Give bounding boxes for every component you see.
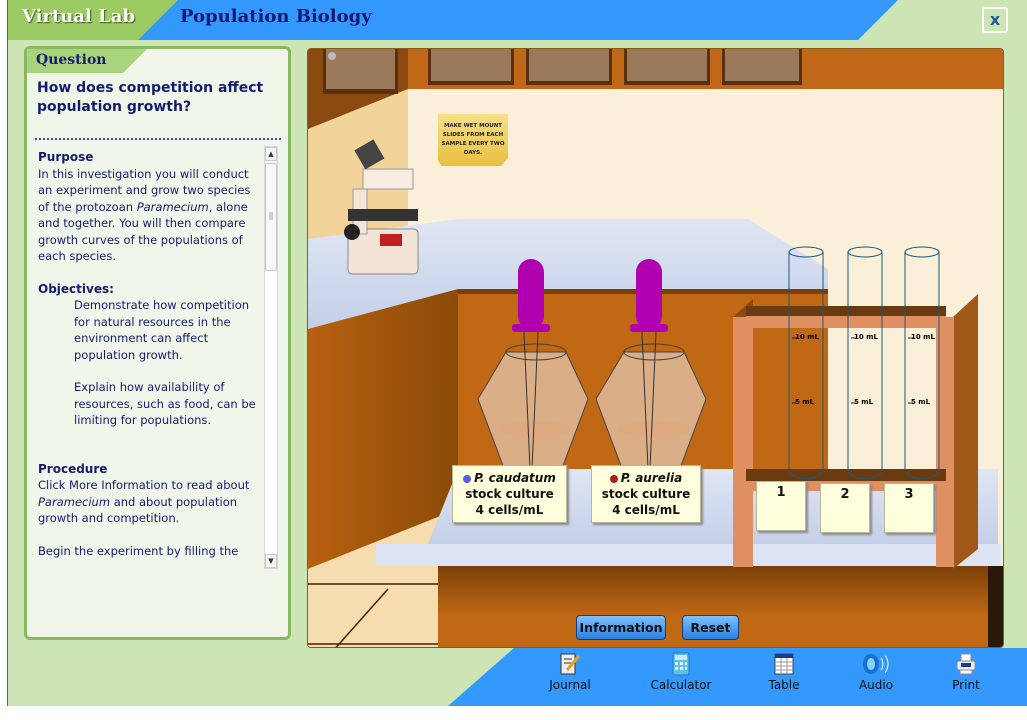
scroll-down-arrow-icon[interactable]: ▼ (265, 554, 277, 568)
instructions-scroll-area[interactable]: Purpose In this investigation you will c… (38, 149, 264, 559)
flask-aurelia (595, 259, 707, 480)
procedure-text: Click More Information to read about Par… (38, 478, 250, 525)
print-button[interactable]: Print (926, 652, 1006, 692)
table-button[interactable]: Table (744, 652, 824, 692)
test-tube-2 (847, 246, 883, 480)
close-icon: x (989, 10, 1001, 29)
objective-2: Explain how availability of resources, s… (74, 380, 256, 427)
objective-1: Demonstrate how competition for natural … (74, 298, 250, 362)
test-tube-1 (788, 246, 824, 480)
objectives-heading: Objectives: (38, 281, 114, 296)
scrollbar-thumb[interactable] (265, 163, 277, 271)
question-tab-label: Question (36, 52, 107, 68)
sticky-note: MAKE WET MOUNT SLIDES FROM EACH SAMPLE E… (438, 114, 508, 166)
purpose-heading: Purpose (38, 150, 94, 164)
aurelia-color-dot (609, 474, 618, 483)
scroll-up-arrow-icon[interactable]: ▲ (265, 147, 277, 161)
virtual-lab-app: Virtual Lab Population Biology x Questio… (7, 0, 1027, 706)
tube-2-mark-5: 5 mL (854, 398, 874, 406)
tube-3-mark-10: 10 mL (911, 333, 935, 341)
purpose-text: In this investigation you will conduct a… (38, 166, 251, 264)
header-title-bar (138, 0, 898, 40)
journal-button[interactable]: Journal (530, 652, 610, 692)
aurelia-stock-culture[interactable]: P. aurelia stock culture 4 cells/mL (591, 465, 701, 523)
tube-2-label[interactable]: 2 (820, 483, 870, 533)
tube-1-mark-5: 5 mL (795, 398, 815, 406)
audio-icon (863, 654, 889, 674)
question-panel: Question How does competition affect pop… (24, 46, 291, 640)
lab-background (308, 49, 1003, 647)
journal-icon (560, 653, 581, 675)
audio-button[interactable]: Audio (836, 652, 916, 692)
calculator-button[interactable]: Calculator (641, 652, 721, 692)
test-tube-3 (904, 246, 940, 480)
instructions-scrollbar[interactable]: ▲ ▼ (264, 146, 278, 569)
question-text: How does competition affect population g… (37, 80, 264, 115)
lab-scene: MAKE WET MOUNT SLIDES FROM EACH SAMPLE E… (307, 48, 1004, 648)
question-tab (27, 49, 147, 73)
close-button[interactable]: x (982, 7, 1008, 33)
tube-2-mark-10: 10 mL (854, 333, 878, 341)
page-title: Population Biology (180, 6, 372, 27)
brand-title: Virtual Lab (22, 6, 136, 27)
information-button[interactable]: Information (576, 615, 666, 640)
tube-1-mark-10: 10 mL (795, 333, 819, 341)
table-icon (774, 653, 794, 675)
print-icon (956, 653, 976, 675)
tube-3-label[interactable]: 3 (884, 483, 934, 533)
bottom-toolbar: Journal Calculator Table Audio Print (448, 648, 1027, 706)
tube-3-mark-5: 5 mL (911, 398, 931, 406)
caudatum-stock-culture[interactable]: P. caudatum stock culture 4 cells/mL (452, 465, 567, 523)
procedure-text-2: Begin the experiment by filling the (38, 543, 239, 558)
procedure-heading: Procedure (38, 461, 108, 476)
reset-button[interactable]: Reset (682, 615, 739, 640)
caudatum-color-dot (463, 474, 472, 483)
tube-1-label[interactable]: 1 (756, 481, 806, 531)
dotted-divider (35, 138, 281, 140)
flask-caudatum (477, 259, 589, 480)
microscope-icon (344, 139, 419, 275)
calculator-icon (672, 652, 690, 676)
